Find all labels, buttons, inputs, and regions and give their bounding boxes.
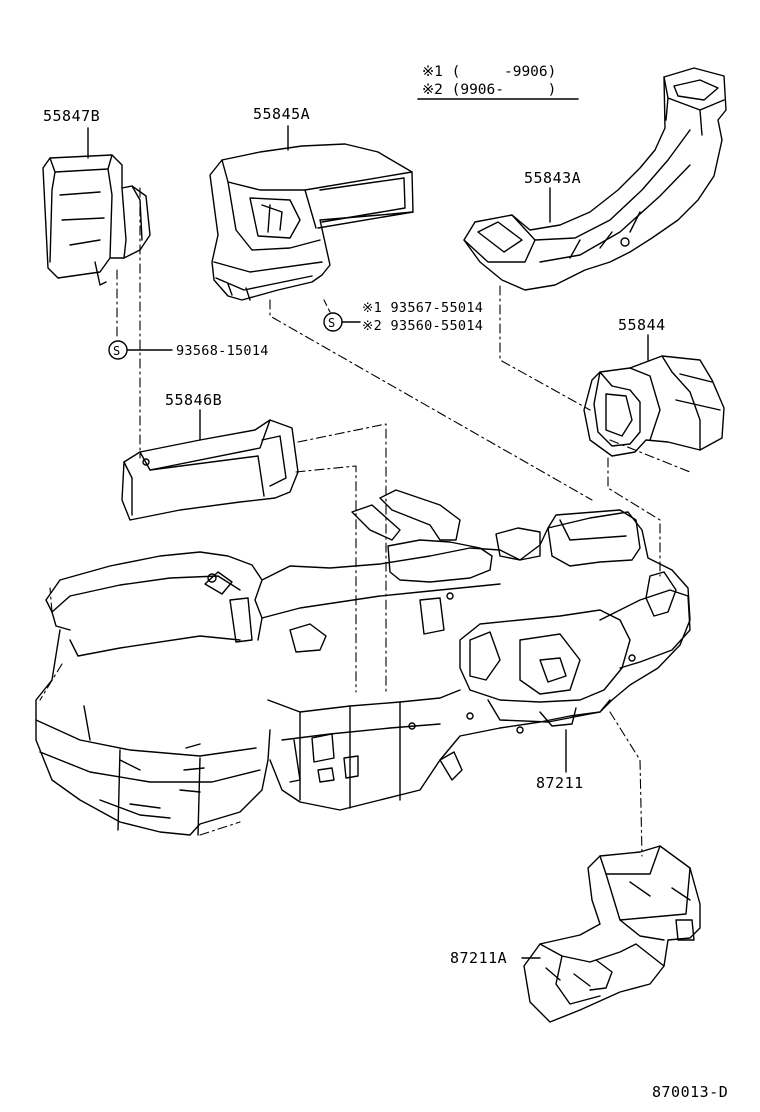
label-87211: 87211 [536, 774, 584, 792]
drawing-number: 870013-D [652, 1083, 729, 1101]
label-55847B: 55847B [43, 107, 101, 125]
connection-lines [39, 187, 691, 857]
screw-part-93568: 93568-15014 [176, 343, 269, 359]
duct-55845A [209, 143, 414, 301]
heater-unit-assembly [35, 489, 691, 836]
note-line-1: ※1 ( -9906) [422, 64, 557, 80]
screw-part-alt2: ※2 93560-55014 [362, 318, 484, 334]
label-55843A: 55843A [524, 169, 582, 187]
duct-55844 [583, 355, 725, 457]
label-55845A: 55845A [253, 105, 311, 123]
duct-55843A [463, 67, 727, 291]
duct-87211A [523, 845, 701, 1023]
note-line-2: ※2 (9906- ) [422, 82, 557, 98]
screw-symbol-2: S [328, 316, 336, 330]
label-87211A: 87211A [450, 949, 508, 967]
screw-part-alt1: ※1 93567-55014 [362, 300, 484, 316]
duct-55847B [42, 154, 151, 286]
label-55844: 55844 [618, 316, 666, 334]
label-55846B: 55846B [165, 391, 223, 409]
duct-55846B [121, 419, 299, 521]
screw-symbol-1: S [113, 344, 121, 358]
